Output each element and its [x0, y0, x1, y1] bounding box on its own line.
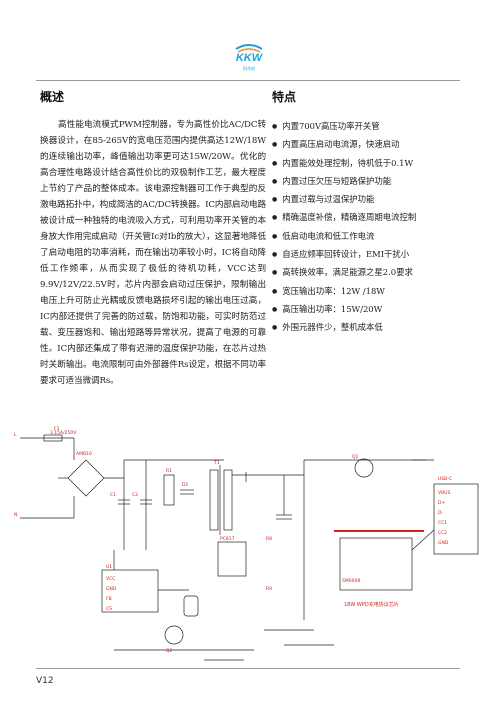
version-label: V12	[36, 676, 54, 686]
schem-label: D1	[182, 482, 188, 488]
schem-label: GND	[438, 540, 449, 546]
features-heading: 特点	[272, 90, 297, 104]
overview-heading: 概述	[40, 90, 65, 104]
schem-label: C1	[110, 492, 116, 498]
overview-body: 高性能电流模式PWM控制器，专为高性价比AC/DC转换器设计，在85-265V的…	[40, 120, 266, 386]
feature-item: 精确温度补偿，精确逐周期电流控制	[272, 209, 416, 227]
bottom-rule	[36, 668, 460, 669]
schem-label: CC1	[438, 520, 447, 526]
feature-item: 高压输出功率：15W/20W	[272, 301, 416, 319]
schem-label: FB	[106, 596, 112, 602]
feature-item: 外围元器件少，整机成本低	[272, 319, 416, 337]
protocol-chip-name: SM0008	[342, 578, 360, 584]
schem-label: 3.15A/250V	[50, 430, 77, 436]
schem-label: CS	[106, 606, 112, 612]
schem-label: AMB10	[76, 451, 92, 457]
schem-label: T1	[213, 460, 220, 466]
kkw-logo: KKW	[235, 44, 264, 64]
schem-label: D+	[438, 500, 445, 506]
feature-item: 内置能效处理控制，待机低于0.1W	[272, 155, 416, 173]
schem-label: N	[14, 512, 17, 518]
feature-item: 内置高压启动电流源，快速启动	[272, 136, 416, 154]
schem-label: VBUS	[438, 490, 450, 496]
logo-subtitle: 科华创	[243, 66, 255, 71]
schem-label: R1	[166, 468, 172, 474]
features-list: 内置700V高压功率开关管 内置高压启动电流源，快速启动 内置能效处理控制，待机…	[272, 118, 416, 338]
schem-label: L	[14, 432, 17, 438]
logo-text: KKW	[236, 52, 264, 64]
schem-label: USB-C	[438, 476, 452, 482]
feature-item: 内置过载与过温保护功能	[272, 191, 416, 209]
protocol-chip-caption: 18W WPD充电协议芯片	[344, 601, 399, 608]
schem-label: F1	[54, 426, 60, 432]
schem-label: Q1	[352, 454, 359, 460]
schem-label: CC2	[438, 530, 447, 536]
schem-label: U1	[106, 564, 112, 570]
schem-label: Q2	[166, 648, 173, 654]
feature-item: 宽压输出功率：12W /18W	[272, 283, 416, 301]
feature-item: 低启动电流和低工作电流	[272, 228, 416, 246]
schem-label: R8	[266, 536, 272, 542]
feature-item: 自适应频率回转设计，EMI干扰小	[272, 246, 416, 264]
schem-label: GND	[106, 586, 117, 592]
top-rule	[36, 80, 460, 81]
schem-label: D-	[438, 510, 443, 516]
circuit-schematic: F1 3.15A/250V AMB10 C1 C2 R1 D1 T1 PC817…	[14, 426, 479, 661]
feature-item: 内置700V高压功率开关管	[272, 118, 416, 136]
schem-label: VCC	[106, 576, 115, 582]
schem-label: R9	[266, 586, 272, 592]
feature-item: 高转换效率，满足能源之星2.0要求	[272, 264, 416, 282]
schem-label: PC817	[220, 536, 235, 542]
schem-label: C2	[132, 492, 138, 498]
protocol-accent-bar	[334, 530, 424, 532]
feature-item: 内置过压欠压与短路保护功能	[272, 173, 416, 191]
